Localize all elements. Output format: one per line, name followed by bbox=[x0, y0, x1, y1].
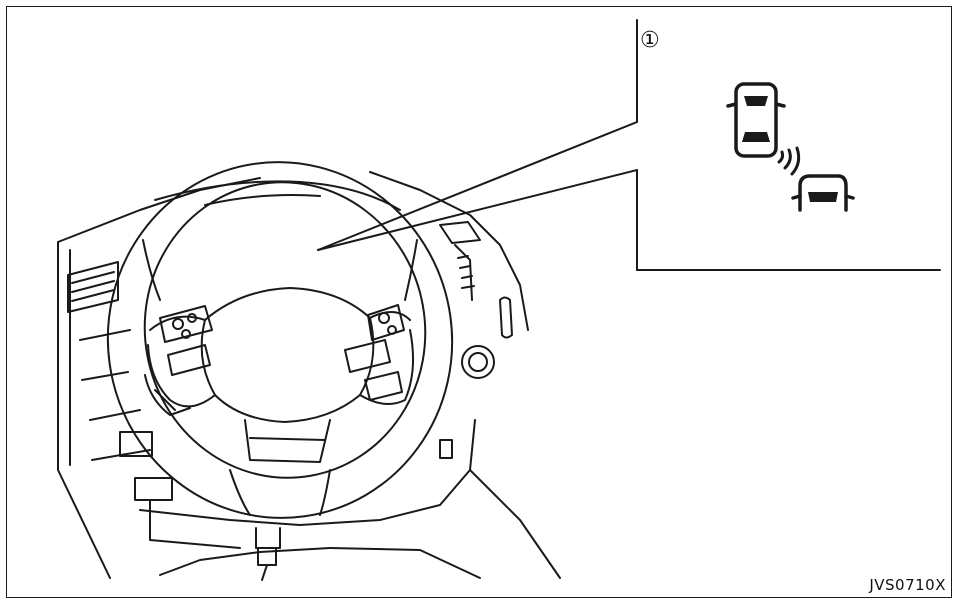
signal-waves-icon bbox=[777, 146, 801, 176]
own-vehicle-icon bbox=[726, 82, 786, 158]
steering-wheel bbox=[106, 161, 454, 519]
blind-spot-warning-icon bbox=[726, 82, 855, 212]
figure-code: JVS0710X bbox=[869, 576, 946, 594]
callout-number: ① bbox=[640, 28, 660, 53]
illustration-frame bbox=[6, 6, 952, 598]
other-vehicle-icon bbox=[791, 174, 855, 212]
callout-pointer bbox=[317, 121, 638, 251]
callout-box bbox=[636, 19, 941, 271]
dashboard bbox=[57, 171, 561, 581]
